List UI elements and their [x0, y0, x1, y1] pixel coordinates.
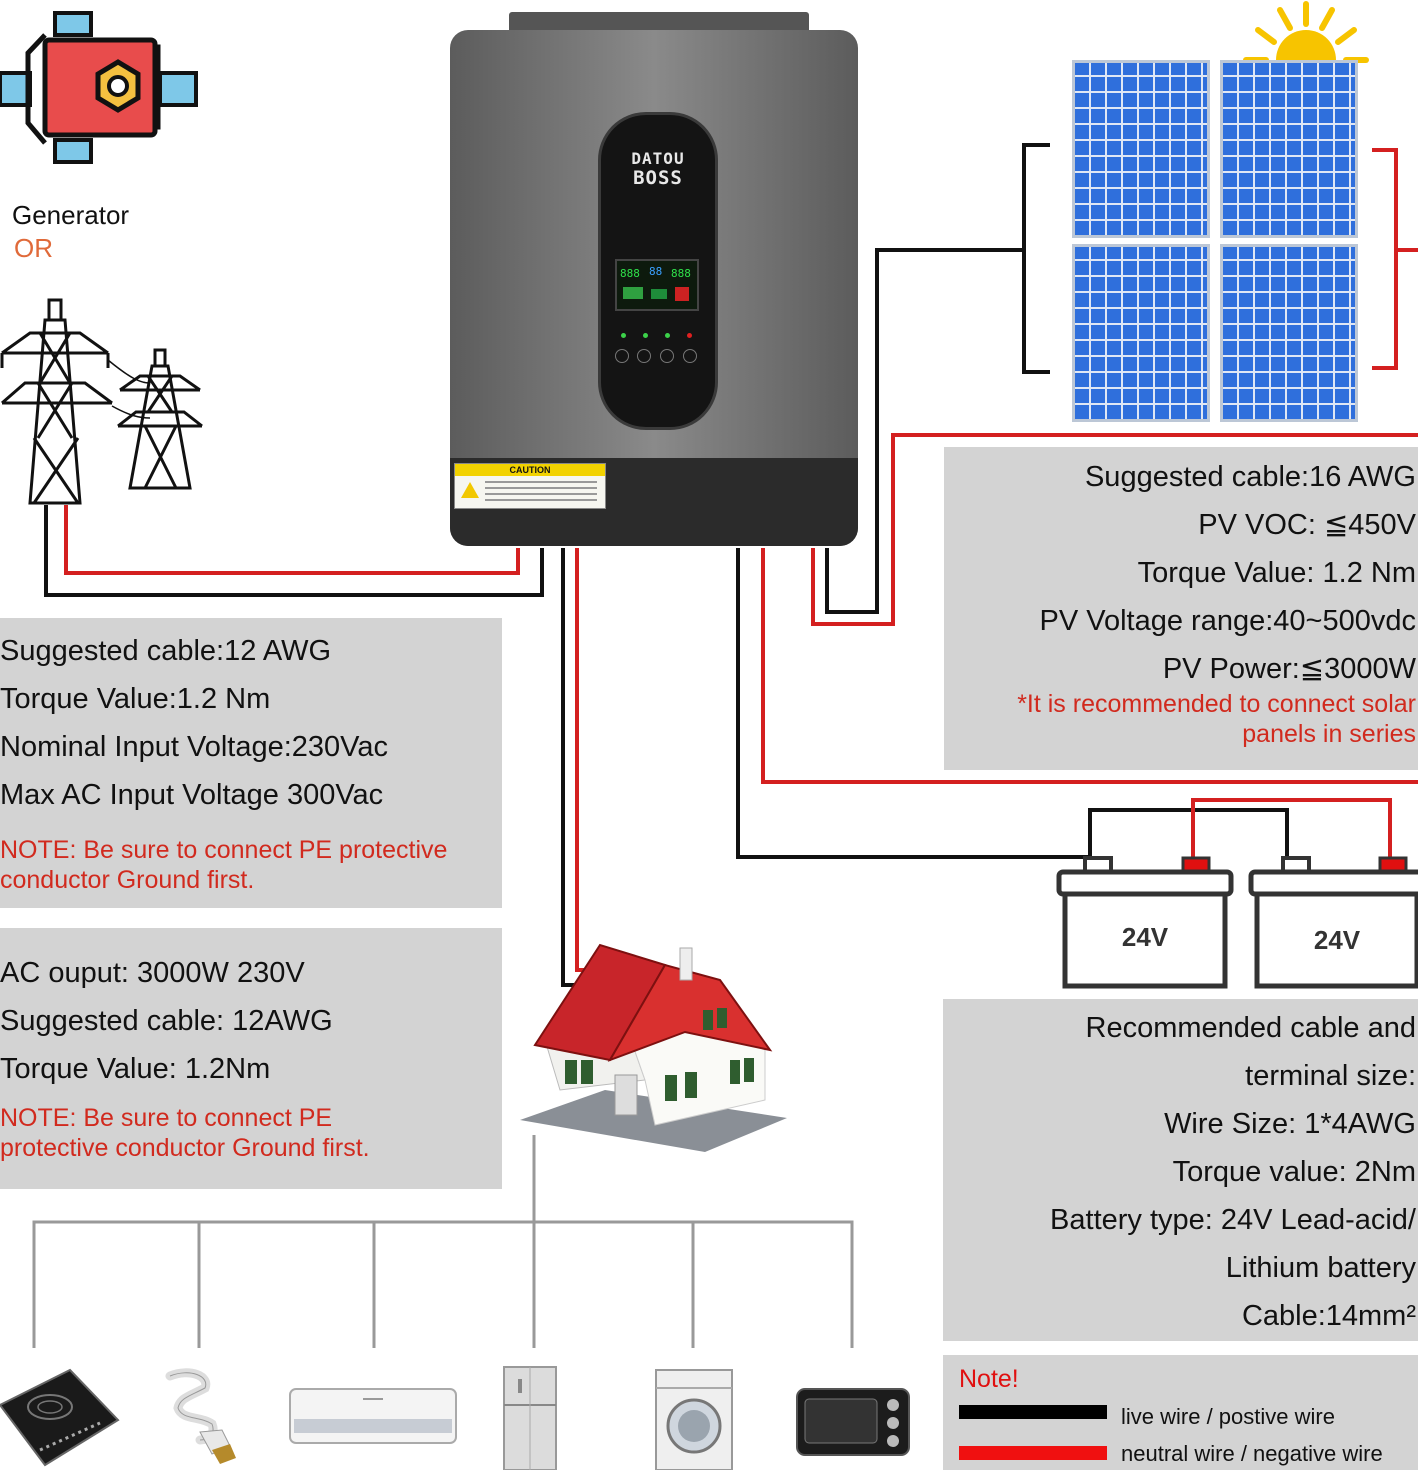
lcd-digits-left: 888: [620, 267, 640, 280]
brand-line-1: DATOU: [631, 149, 685, 168]
down-button[interactable]: [660, 349, 674, 363]
solar-panel-4: [1220, 244, 1358, 422]
legend-box: Note! live wire / postive wire neutral w…: [943, 1355, 1418, 1470]
ac-led: [621, 333, 626, 338]
pv-line-5: PV Power:≦3000W: [1162, 653, 1416, 685]
ac-output-line-1: AC ouput: 3000W 230V: [0, 957, 305, 989]
solar-panel-3: [1072, 244, 1210, 422]
red-wire-label: neutral wire / negative wire: [1121, 1441, 1383, 1466]
ac-output-note-line-1: NOTE: Be sure to connect PE: [0, 1104, 333, 1132]
ac-output-note-line-2: protective conductor Ground first.: [0, 1134, 370, 1162]
brand-line-2: BOSS: [633, 167, 683, 189]
control-panel: DATOU BOSS 888 88 888: [598, 112, 718, 430]
battery-2-label: 24V: [1313, 925, 1361, 955]
inverter-body: CAUTION DATOU BOSS 888 88 888: [450, 30, 858, 546]
legend-title: Note!: [959, 1365, 1019, 1393]
red-wire-swatch: [959, 1446, 1107, 1460]
caution-label: CAUTION: [455, 464, 605, 476]
battery-red-wire: [761, 548, 1418, 784]
lcd-digits-right: 888: [671, 267, 691, 280]
light-bulb-icon: [165, 1368, 236, 1464]
pv-line-4: PV Voltage range:40~500vdc: [1039, 605, 1417, 637]
pv-bracket-red: [1372, 148, 1398, 370]
or-label: OR: [14, 233, 53, 263]
power-tower-icon: [0, 298, 203, 505]
output-red-wire: [575, 548, 600, 972]
esc-button[interactable]: [615, 349, 629, 363]
grid-black-wire: [44, 505, 544, 597]
battery-line-1: Recommended cable and: [1085, 1012, 1416, 1044]
battery-line-3: Wire Size: 1*4AWG: [1164, 1108, 1416, 1140]
grid-red-wire: [64, 505, 520, 575]
washing-machine-icon: [655, 1369, 733, 1470]
pv-note-line-1: *It is recommended to connect solar: [1017, 690, 1416, 718]
chg-led: [665, 333, 670, 338]
lcd-digits-center: 88: [649, 265, 663, 278]
inv-led: [643, 333, 648, 338]
pv-note-line-2: panels in series: [1242, 720, 1416, 748]
ac-input-line-2: Torque Value:1.2 Nm: [0, 683, 271, 715]
ac-input-line-1: Suggested cable:12 AWG: [0, 635, 332, 667]
caution-sticker: CAUTION: [454, 463, 606, 509]
appliance-bus: [32, 1135, 536, 1348]
pv-line-1: Suggested cable:16 AWG: [1084, 461, 1416, 493]
up-button[interactable]: [637, 349, 651, 363]
pv-bracket-black: [1022, 143, 1050, 374]
ac-output-line-3: Torque Value: 1.2Nm: [0, 1053, 271, 1085]
battery-line-7: Cable:14mm²: [1241, 1300, 1416, 1332]
ac-input-note-line-1: NOTE: Be sure to connect PE protective: [0, 836, 448, 864]
ac-output-info-box: AC ouput: 3000W 230V Suggested cable: 12…: [0, 928, 502, 1189]
battery-1-label: 24V: [1121, 922, 1169, 952]
house-icon: [520, 943, 787, 1152]
battery-black-wire: [736, 548, 1090, 859]
battery-series-red: [1191, 798, 1392, 860]
generator-label: Generator: [12, 200, 130, 230]
pv-line-3: Torque Value: 1.2 Nm: [1137, 557, 1416, 589]
lcd-screen: 888 88 888: [615, 259, 699, 311]
refrigerator-icon: [503, 1366, 557, 1470]
battery-line-6: Lithium battery: [1225, 1252, 1416, 1284]
ac-input-line-3: Nominal Input Voltage:230Vac: [0, 731, 389, 763]
air-conditioner-icon: [289, 1388, 457, 1444]
battery-series-black: [1088, 808, 1289, 870]
ac-input-info-box: Suggested cable:12 AWG Torque Value:1.2 …: [0, 618, 502, 908]
oven-icon: [796, 1388, 910, 1456]
warning-icon: [461, 482, 479, 498]
battery-1-icon: [1056, 856, 1234, 989]
ac-input-note-line-2: conductor Ground first.: [0, 866, 255, 894]
solar-panel-1: [1072, 60, 1210, 238]
pv-info-box: Suggested cable:16 AWG PV VOC: ≦450V Tor…: [944, 447, 1418, 770]
enter-button[interactable]: [683, 349, 697, 363]
battery-bank: [1056, 856, 1418, 989]
pv-line-2: PV VOC: ≦450V: [1198, 509, 1416, 541]
black-wire-swatch: [959, 1405, 1107, 1419]
battery-line-5: Battery type: 24V Lead-acid/: [1050, 1204, 1416, 1236]
battery-2-icon: [1248, 856, 1418, 989]
battery-line-4: Torque value: 2Nm: [1172, 1156, 1416, 1188]
solar-panel-2: [1220, 60, 1358, 238]
pv-black-wire: [825, 248, 1024, 614]
ac-output-line-2: Suggested cable: 12AWG: [0, 1005, 333, 1037]
black-wire-label: live wire / postive wire: [1121, 1404, 1335, 1429]
induction-cooker-icon: [0, 1368, 120, 1467]
ac-input-line-4: Max AC Input Voltage 300Vac: [0, 779, 384, 811]
fault-led: [687, 333, 692, 338]
battery-line-2: terminal size:: [1245, 1060, 1416, 1092]
generator-icon: [0, 11, 198, 164]
battery-info-box: Recommended cable and terminal size: Wir…: [943, 999, 1418, 1341]
pv-red-wire: [811, 433, 1418, 626]
